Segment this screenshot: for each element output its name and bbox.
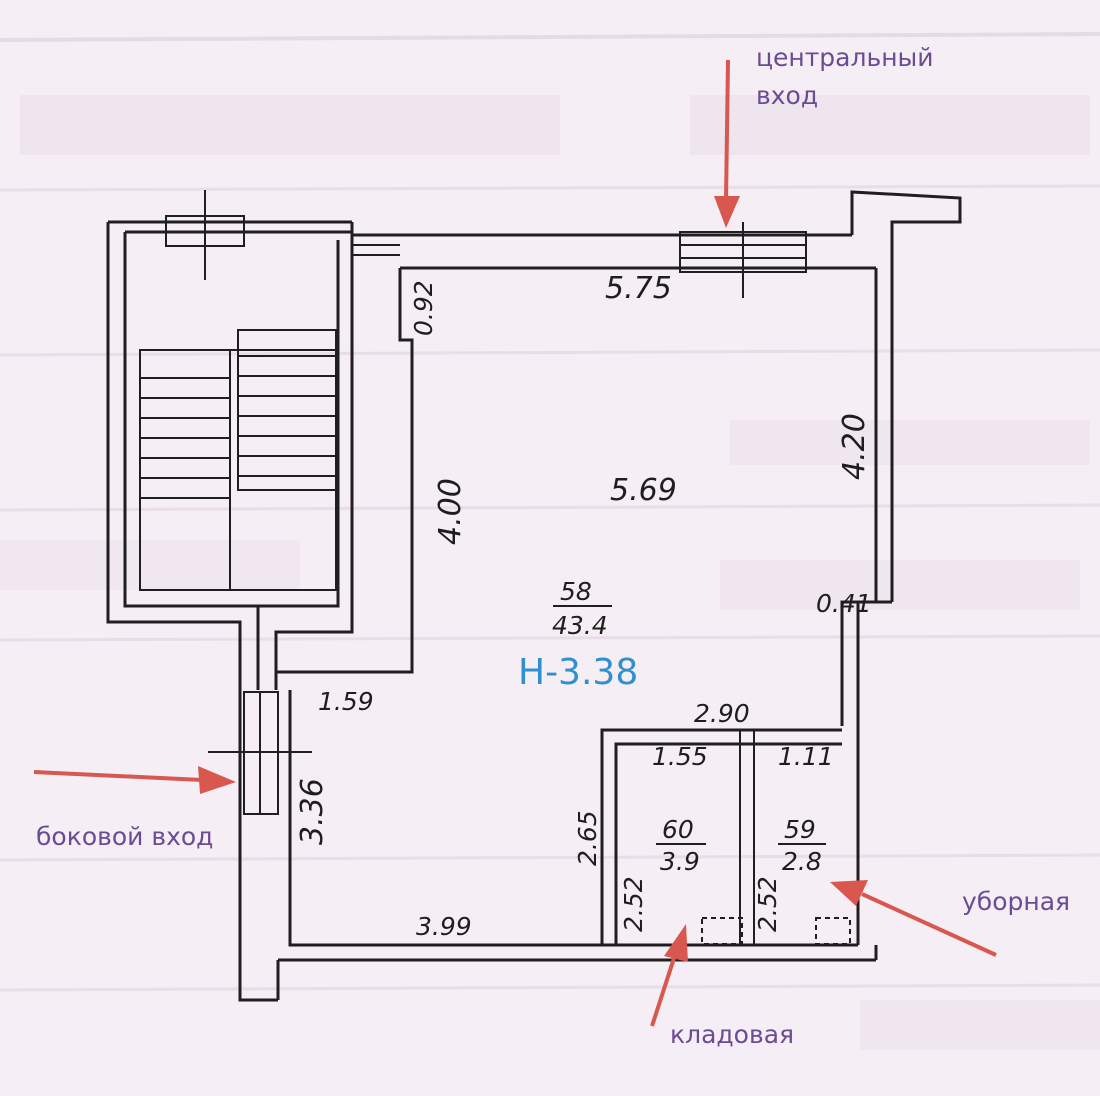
dim-stair-gap: 0.92 xyxy=(409,280,438,336)
dim-right-height: 4.20 xyxy=(837,413,872,480)
dim-main-width: 5.69 xyxy=(610,473,677,508)
dim-utility-width: 2.90 xyxy=(694,699,750,728)
callout-wc: уборная xyxy=(830,880,1070,957)
dim-corridor-width: 1.59 xyxy=(318,687,374,716)
side-entrance-door xyxy=(208,691,312,815)
callout-storage: кладовая xyxy=(650,924,794,1049)
dim-right-offset: 0.41 xyxy=(816,589,872,618)
callout-central-entrance-line2: вход xyxy=(756,81,818,110)
dim-storage-depth: 2.52 xyxy=(619,876,648,932)
dim-main-depth: 4.00 xyxy=(433,478,468,545)
stairwell xyxy=(106,190,354,1002)
dim-storage-width: 1.55 xyxy=(652,742,708,771)
utility-rooms xyxy=(600,728,851,946)
room-labels: 58 43.4 60 3.9 59 2.8 xyxy=(552,577,826,876)
dimension-labels: 5.75 0.92 4.00 5.69 4.20 0.41 1.59 3.36 … xyxy=(295,271,872,941)
dim-bottom-width: 3.99 xyxy=(416,912,472,941)
storage-area: 3.9 xyxy=(660,847,700,876)
dim-utility-height: 2.65 xyxy=(573,810,602,866)
main-room-number: 58 xyxy=(560,577,592,606)
dim-wc-depth: 2.52 xyxy=(753,876,782,932)
central-entrance-door xyxy=(679,222,807,298)
callout-wc-text: уборная xyxy=(962,887,1070,916)
callout-side-entrance: боковой вход xyxy=(33,766,236,851)
dim-wc-width: 1.11 xyxy=(778,742,834,771)
callout-central-entrance: центральный вход xyxy=(714,43,934,228)
callout-central-entrance-line1: центральный xyxy=(756,43,934,72)
dim-side-height: 3.36 xyxy=(295,778,330,845)
callout-storage-text: кладовая xyxy=(670,1020,794,1049)
storage-number: 60 xyxy=(662,815,694,844)
callout-side-entrance-text: боковой вход xyxy=(36,822,213,851)
wc-number: 59 xyxy=(784,815,816,844)
main-room-walls xyxy=(276,190,962,1000)
level-mark: H-3.38 xyxy=(518,652,638,693)
stair-treads xyxy=(140,355,336,499)
dim-top-width: 5.75 xyxy=(605,271,672,306)
main-room-area: 43.4 xyxy=(552,611,608,640)
wc-area: 2.8 xyxy=(782,847,822,876)
